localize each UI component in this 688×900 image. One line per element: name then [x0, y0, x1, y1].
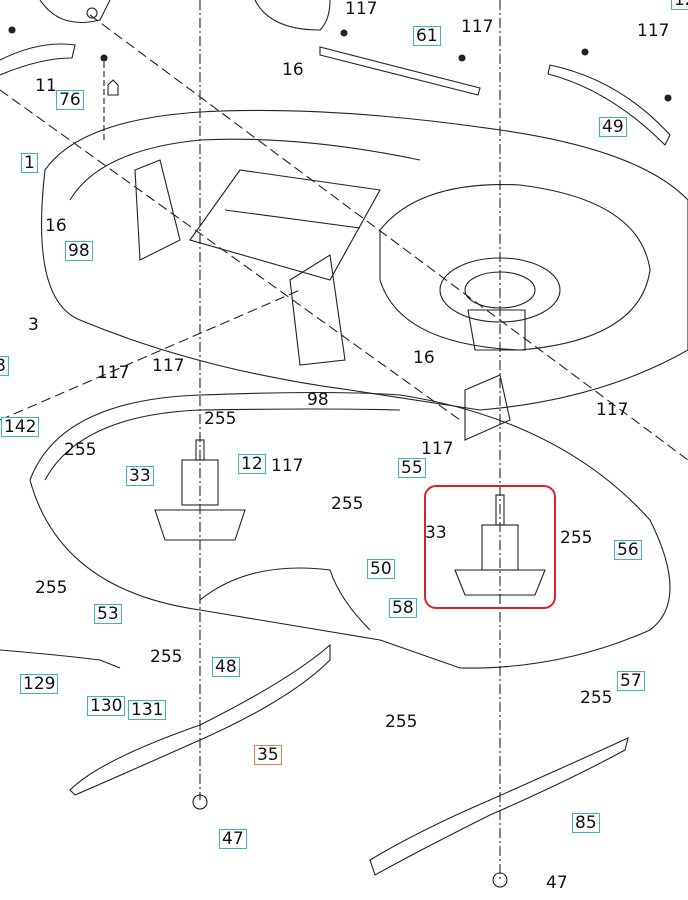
cable-129 — [0, 649, 121, 669]
deck-shell — [41, 109, 688, 411]
callout-47[interactable]: 47 — [219, 829, 247, 849]
callout-98[interactable]: 98 — [65, 241, 93, 261]
callout-117: 117 — [97, 363, 130, 383]
top-left-part — [39, 0, 111, 24]
callout-255: 255 — [204, 409, 237, 429]
callout-16: 16 — [45, 216, 67, 236]
callout-47: 47 — [546, 873, 568, 893]
callout-11: 11 — [35, 76, 57, 96]
callout-255: 255 — [64, 440, 97, 460]
callout-85[interactable]: 85 — [572, 813, 600, 833]
callout-255: 255 — [35, 578, 68, 598]
blade-85 — [369, 737, 629, 876]
left-bracket — [0, 43, 76, 76]
callout-48[interactable]: 48 — [212, 657, 240, 677]
callout-58[interactable]: 58 — [389, 598, 417, 618]
callout-255: 255 — [385, 712, 418, 732]
callout-16: 16 — [282, 60, 304, 80]
callout-131[interactable]: 131 — [128, 700, 167, 720]
callout-33[interactable]: 33 — [126, 466, 154, 486]
callout-3: 3 — [28, 315, 39, 335]
baffle-ring — [29, 391, 671, 669]
callout-117: 117 — [596, 400, 629, 420]
callout-55[interactable]: 55 — [398, 458, 426, 478]
callout-117: 117 — [421, 439, 454, 459]
callout-56[interactable]: 56 — [614, 540, 642, 560]
callout-8[interactable]: 8 — [0, 356, 9, 376]
callout-255: 255 — [560, 528, 593, 548]
bar-61 — [319, 46, 481, 96]
callout-255: 255 — [580, 688, 613, 708]
callout-61[interactable]: 61 — [413, 26, 441, 46]
callout-117: 117 — [152, 356, 185, 376]
top-center-part — [254, 0, 331, 31]
callout-142[interactable]: 142 — [1, 417, 40, 437]
callout-117: 117 — [461, 17, 494, 37]
callout-35-selected[interactable]: 35 — [254, 745, 282, 765]
callout-50[interactable]: 50 — [367, 559, 395, 579]
callout-255: 255 — [331, 494, 364, 514]
callout-255: 255 — [150, 647, 183, 667]
callout-117-top: 117 — [345, 0, 378, 19]
callout-57[interactable]: 57 — [617, 671, 645, 691]
bar-49 — [547, 64, 671, 146]
callout-12-top[interactable]: 12 — [671, 0, 688, 10]
callout-1[interactable]: 1 — [21, 153, 38, 173]
callout-130[interactable]: 130 — [87, 696, 126, 716]
discharge-chute — [189, 169, 381, 281]
washer — [86, 7, 98, 19]
callout-117: 117 — [271, 456, 304, 476]
callout-16: 16 — [413, 348, 435, 368]
callout-129[interactable]: 129 — [20, 674, 59, 694]
callout-117: 117 — [637, 21, 670, 41]
callout-49[interactable]: 49 — [599, 117, 627, 137]
blade-35 — [69, 643, 331, 796]
highlight-frame-spindle-33 — [424, 485, 556, 609]
callout-76[interactable]: 76 — [56, 90, 84, 110]
callout-12[interactable]: 12 — [238, 454, 266, 474]
callout-33-highlighted: 33 — [425, 523, 447, 543]
callout-53[interactable]: 53 — [94, 604, 122, 624]
callout-98: 98 — [307, 390, 329, 410]
